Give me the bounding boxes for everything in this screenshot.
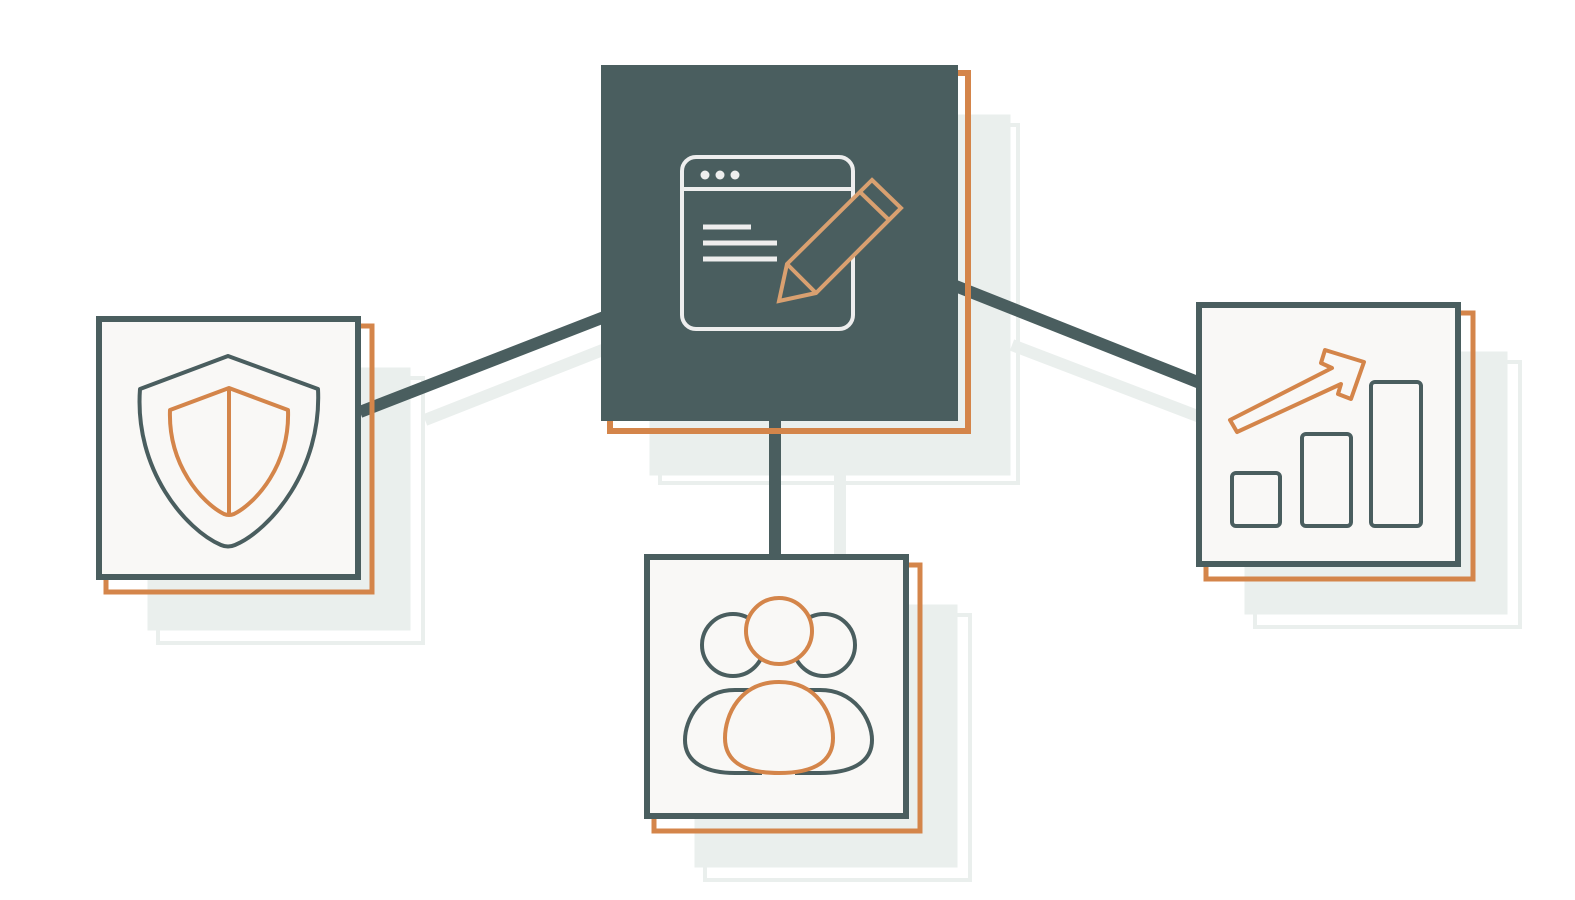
pencil-icon xyxy=(776,177,904,304)
pencil-ferrule xyxy=(858,190,891,222)
trend-arrow-icon xyxy=(1228,348,1366,434)
browser-dot xyxy=(730,170,740,180)
bar-small xyxy=(1230,471,1282,528)
trend-arrow xyxy=(1228,348,1366,434)
node-growth[interactable] xyxy=(1196,302,1476,582)
user-head-center xyxy=(744,596,814,666)
node-editor[interactable] xyxy=(601,65,971,434)
shield-icon xyxy=(137,354,321,549)
shadow-edge-left xyxy=(422,334,631,426)
edge-center-right xyxy=(945,277,1208,391)
edge-center-left xyxy=(357,308,615,418)
pencil-tip-line xyxy=(785,262,818,295)
growth-chart-icon xyxy=(1230,380,1423,528)
bar-tall xyxy=(1369,380,1423,528)
shield-inner xyxy=(167,386,291,517)
browser-dot xyxy=(700,170,710,180)
node-shield[interactable] xyxy=(96,316,375,595)
edges xyxy=(357,277,1208,560)
card-frame xyxy=(601,65,958,421)
users-group-icon xyxy=(682,596,875,776)
pencil-body xyxy=(776,177,904,304)
browser-dot xyxy=(715,170,725,180)
node-users[interactable] xyxy=(644,554,923,834)
shield-outer xyxy=(137,354,321,549)
bar-medium xyxy=(1300,432,1353,528)
user-body-center xyxy=(722,679,836,776)
